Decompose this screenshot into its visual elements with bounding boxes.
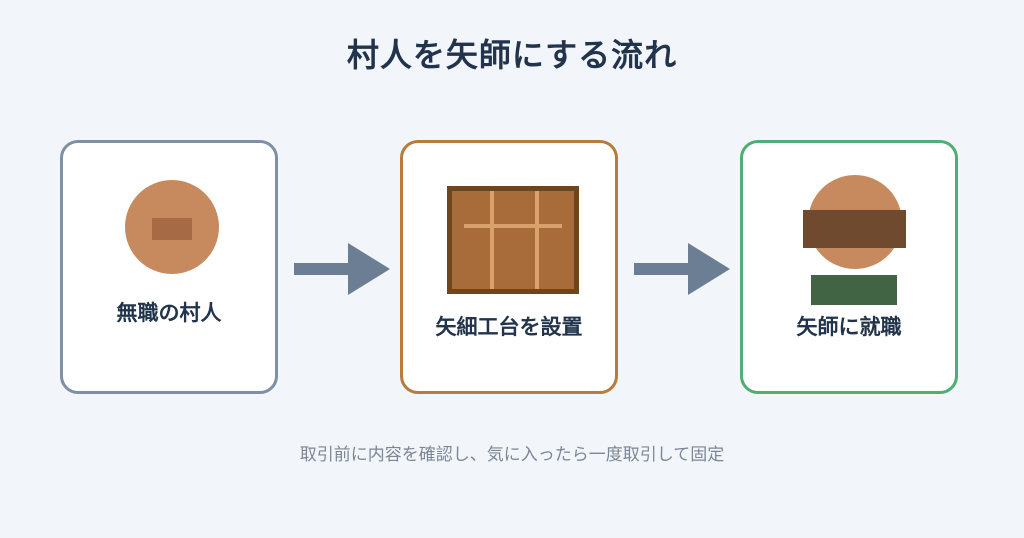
step-label: 矢細工台を設置 [435,315,583,339]
step-card-place-fletching-table: 矢細工台を設置 [400,140,618,394]
villager-icon [125,180,219,274]
right-arrow-icon [294,243,390,295]
table-grain-vertical [535,191,539,289]
right-arrow-icon [634,243,730,295]
villager-face-detail [152,218,192,240]
step-label: 矢師に就職 [796,315,902,339]
fletching-table-icon [447,186,579,294]
fletcher-headband [803,210,906,248]
fletcher-robe [811,275,897,305]
fletching-table-top [452,191,574,289]
table-grain-vertical [490,191,494,289]
table-grain-horizontal [464,224,562,228]
footnote: 取引前に内容を確認し、気に入ったら一度取引して固定 [299,445,725,465]
step-card-become-fletcher: 矢師に就職 [740,140,958,394]
page-title: 村人を矢師にする流れ [346,36,678,74]
step-card-unemployed-villager: 無職の村人 [60,140,278,394]
step-label: 無職の村人 [116,301,222,325]
